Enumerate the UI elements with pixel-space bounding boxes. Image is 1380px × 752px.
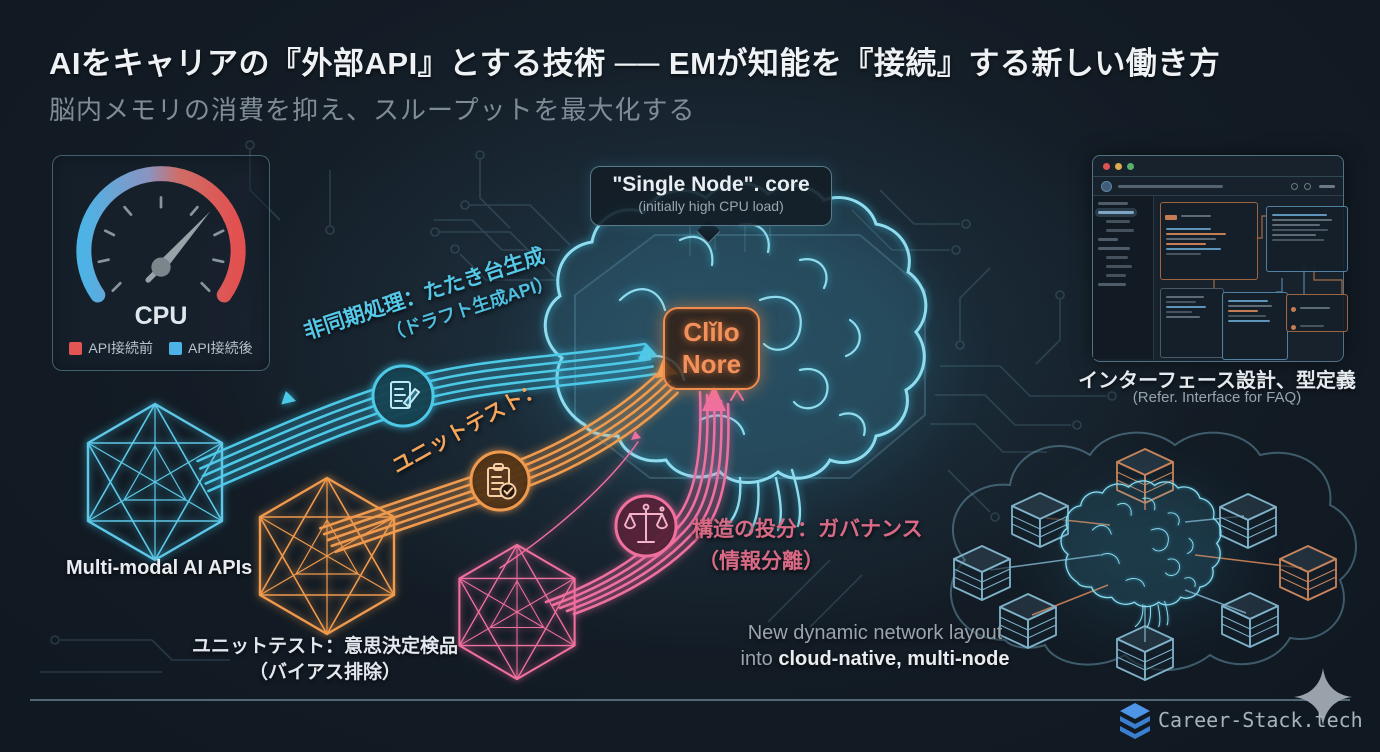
scales-icon xyxy=(614,494,678,558)
avatar xyxy=(1101,180,1112,192)
cloud-caption: New dynamic network layout into cloud-na… xyxy=(740,622,1010,670)
window-titlebar xyxy=(1093,156,1343,177)
brand-text: Career-Stack.tech xyxy=(1158,708,1363,732)
interface-window xyxy=(1092,155,1348,362)
server-cube xyxy=(953,545,1011,601)
legend-before: API接続前 xyxy=(69,338,153,358)
minimize-icon xyxy=(1115,162,1122,170)
legend-after: API接続後 xyxy=(169,338,253,358)
red-swatch-icon xyxy=(69,341,83,355)
interface-caption: インターフェース設計、型定義 xyxy=(1078,370,1356,392)
governance-flow-label: 構造の投分：ガバナンス （情報分離） xyxy=(692,518,923,573)
schema-panel xyxy=(1222,292,1288,360)
core-badge: Clǐlo Nore xyxy=(663,307,760,390)
cpu-gauge xyxy=(76,166,246,303)
blue-swatch-icon xyxy=(169,341,182,355)
governance-stream xyxy=(499,385,744,616)
schema-canvas xyxy=(1154,196,1348,360)
core-badge-line1: Clǐlo xyxy=(683,317,740,347)
unit-test-node-orange xyxy=(258,476,396,636)
single-node-callout: "Single Node". core (initially high CPU … xyxy=(590,166,832,226)
unit-test-caption: ユニットテスト：意思決定検品 （バイアス排除） xyxy=(191,636,458,683)
cpu-gauge-panel: CPU API接続前 API接続後 xyxy=(52,155,270,371)
page-subtitle: 脳内メモリの消費を抑え、スループットを最大化する xyxy=(49,95,696,125)
schema-panel xyxy=(1160,202,1258,280)
server-cube xyxy=(1279,545,1337,601)
cpu-label: CPU xyxy=(134,302,188,330)
search-bar xyxy=(1118,184,1223,188)
window-sidebar xyxy=(1093,196,1154,359)
sparkle-icon xyxy=(1294,668,1352,726)
document-pen-icon xyxy=(371,364,435,428)
core-badge-line2: Nore xyxy=(681,348,742,379)
toolbar-icon xyxy=(1291,182,1298,190)
multimodal-node-blue xyxy=(86,402,224,562)
clipboard-check-icon xyxy=(469,450,531,512)
maximize-icon xyxy=(1127,162,1134,170)
toolbar-icon xyxy=(1304,182,1311,190)
interface-subcaption: (Refer. Interface for FAQ) xyxy=(1132,389,1302,406)
cloud-cluster xyxy=(949,431,1357,681)
cpu-legend: API接続前 API接続後 xyxy=(53,338,269,358)
schema-panel xyxy=(1160,288,1224,358)
footer-divider xyxy=(30,699,1350,701)
schema-panel xyxy=(1266,206,1348,272)
callout-subtitle: (initially high CPU load) xyxy=(638,198,784,214)
close-icon xyxy=(1103,162,1110,170)
layers-icon xyxy=(1120,703,1150,739)
server-cube xyxy=(1221,592,1279,648)
server-cube xyxy=(1116,625,1174,681)
callout-title: "Single Node". core xyxy=(612,173,810,196)
page-title: AIをキャリアの『外部API』とする技術 ── EMが知能を『接続』する新しい働… xyxy=(49,46,1221,81)
window-toolbar xyxy=(1093,177,1343,196)
multimodal-apis-label: Multi-modal AI APIs xyxy=(66,557,253,579)
circuit-traces xyxy=(40,140,1117,673)
menu-icon xyxy=(1319,184,1335,188)
schema-panel xyxy=(1286,294,1348,332)
